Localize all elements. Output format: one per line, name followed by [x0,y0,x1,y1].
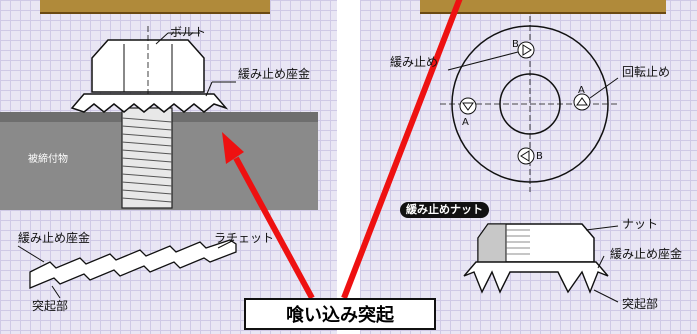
nut-label: ナット [622,217,659,231]
red-arrow-right [341,0,463,300]
photo-strip-right [420,0,666,14]
loosening-label: 緩み止め [390,55,439,69]
bite-protrusion-callout: 喰い込み突起 [244,298,436,330]
mark-a-left-triangle [462,102,474,111]
bolt-threads [121,117,173,203]
nut-threads [506,229,530,255]
rotation-stop-leader [589,77,619,99]
nut-protrusion-leader [593,289,619,303]
left-diagram-panel: ボルト 緩み止め座金 被締付物 緩み止め座金 ラチェット 突起部 [0,0,337,334]
ratchet-leader [217,239,235,249]
nut-leader [585,225,619,231]
washer-leader [205,81,213,97]
mark-b-top-label: B [512,39,519,50]
washer-leader-2 [17,245,45,263]
lock-nut-badge: 緩み止めナット [400,202,489,219]
bolt-label: ボルト [170,25,207,39]
rotation-stop-label: 回転止め [622,65,671,79]
clamped-part-label: 被締付物 [28,154,68,165]
left-diagram-svg [0,26,318,300]
right-diagram-panel: 緩み止め 回転止め B B A A 緩み止めナット ナット 緩み止め座金 突起部 [341,0,697,334]
ratchet-label: ラチェット [214,231,275,245]
lock-washer [70,93,229,113]
protrusion-label: 突起部 [32,299,69,313]
callout-text: 喰い込み突起 [286,305,394,326]
mark-b-bottom-circle [517,147,535,165]
nut-washer-label: 緩み止め座金 [610,247,683,261]
right-diagram-svg [341,0,620,303]
lock-washer-label: 緩み止め座金 [238,67,311,81]
photo-strip-left [40,0,270,14]
mark-b-top-triangle [522,44,532,56]
bolt-shank [121,107,173,209]
loosening-leader [447,51,519,71]
mark-b-bottom-label: B [536,151,543,162]
mark-a-right-triangle [576,97,588,106]
ratchet-washer-section [29,239,237,289]
lock-nut-section [477,223,507,263]
mark-a-left-circle [459,97,477,115]
protrusion-leader [51,285,61,299]
red-arrowhead-left [222,132,244,164]
mark-b-bottom-triangle [520,150,530,162]
red-arrow-left [233,156,315,300]
nut-washer-leader [597,255,605,269]
bolt-leader [155,32,169,45]
nut-washer-flange [463,261,609,294]
lock-washer-label-2: 緩み止め座金 [18,231,91,245]
mark-a-right-label: A [578,85,585,96]
mark-a-right-circle [573,93,591,111]
mark-a-left-label: A [462,117,469,128]
nut-protrusion-label: 突起部 [622,297,659,311]
mark-b-top-circle [517,41,535,59]
